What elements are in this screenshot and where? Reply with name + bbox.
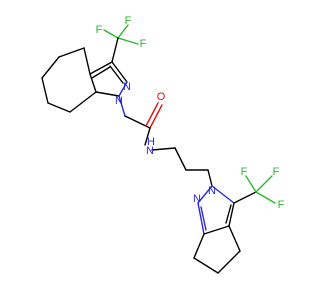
bond-cp-d — [228, 225, 241, 252]
upper-f-top-right: F — [125, 15, 132, 27]
upper-f-right: F — [140, 38, 147, 50]
lower-ring-nitrogen-left: N — [193, 193, 201, 205]
bond-cp-b — [193, 257, 219, 274]
lower-ring-system — [193, 185, 241, 274]
amide-linker — [118, 95, 213, 187]
bond-upper-cf3-ring — [111, 37, 119, 63]
upper-cf3-bonds — [103, 24, 139, 63]
bond-n2-n1 — [118, 81, 128, 97]
bond-c6a-c3a-lower — [203, 225, 230, 235]
lower-ring-nitrogen-right: N — [208, 185, 216, 197]
molecule-canvas: F F F N N O H N N N F F F — [41, 14, 285, 274]
bond-n-ch2 — [151, 147, 176, 151]
bond-cp-c — [217, 250, 241, 274]
bond-propyl-3 — [207, 169, 213, 187]
bond-c7a-c3a — [89, 73, 97, 93]
bond-c3-n2 — [111, 61, 128, 83]
bond-ring7-d — [41, 77, 49, 104]
bond-c3-n2-double — [109, 65, 124, 84]
bond-n2-n1-lower — [197, 185, 213, 204]
upper-f-top-left: F — [96, 24, 103, 36]
bond-c3a-c3-lower — [228, 202, 235, 227]
bond-ring7-e — [47, 102, 71, 113]
bond-upper-c-f3 — [117, 37, 139, 45]
bond-ring7-b — [58, 47, 85, 58]
amide-hydrogen: H — [147, 136, 155, 148]
bond-lower-c-f3 — [255, 191, 276, 204]
bond-c3a-c3-inner — [91, 66, 111, 79]
bond-lower-c-f1 — [245, 175, 257, 193]
lower-cf3-bonds — [233, 175, 276, 204]
bond-n1-c6a-lower-double — [200, 206, 207, 231]
bond-upper-c-f1 — [103, 29, 119, 39]
bond-c-n-amide — [144, 127, 151, 146]
bond-n1-c6a-lower — [197, 202, 205, 235]
bond-c3a-c3-lower-double — [225, 204, 232, 224]
bond-c-o-2 — [145, 102, 159, 127]
bond-c-o-1 — [149, 104, 163, 129]
lower-f-right-top: F — [273, 166, 280, 178]
bond-ring7-c — [41, 56, 60, 79]
upper-ring-system — [41, 47, 128, 113]
bond-n2-c3-lower — [211, 185, 235, 204]
bond-n1-ch2 — [118, 95, 126, 117]
bond-c3a-c3 — [89, 61, 113, 75]
amide-nitrogen: N — [146, 145, 154, 157]
bond-lower-cf3-ring — [233, 191, 257, 204]
bond-cp-a — [193, 233, 205, 259]
bond-ring7-f — [69, 91, 97, 113]
lower-f-top: F — [241, 166, 248, 178]
bond-lower-c-f2 — [255, 175, 273, 193]
molecule-structure: F F F N N O H N N N F F F — [41, 15, 285, 274]
upper-ring-nitrogen-top: N — [123, 81, 131, 93]
bond-upper-c-f2 — [117, 24, 129, 39]
lower-f-right: F — [278, 199, 285, 211]
atom-labels: F F F N N O H N N N F F F — [96, 15, 285, 211]
bond-ring7-a — [83, 47, 91, 75]
amide-oxygen: O — [157, 91, 166, 103]
upper-ring-nitrogen-bottom: N — [115, 95, 123, 107]
bond-propyl-1 — [174, 147, 187, 171]
bond-n1-c7a — [95, 91, 120, 97]
